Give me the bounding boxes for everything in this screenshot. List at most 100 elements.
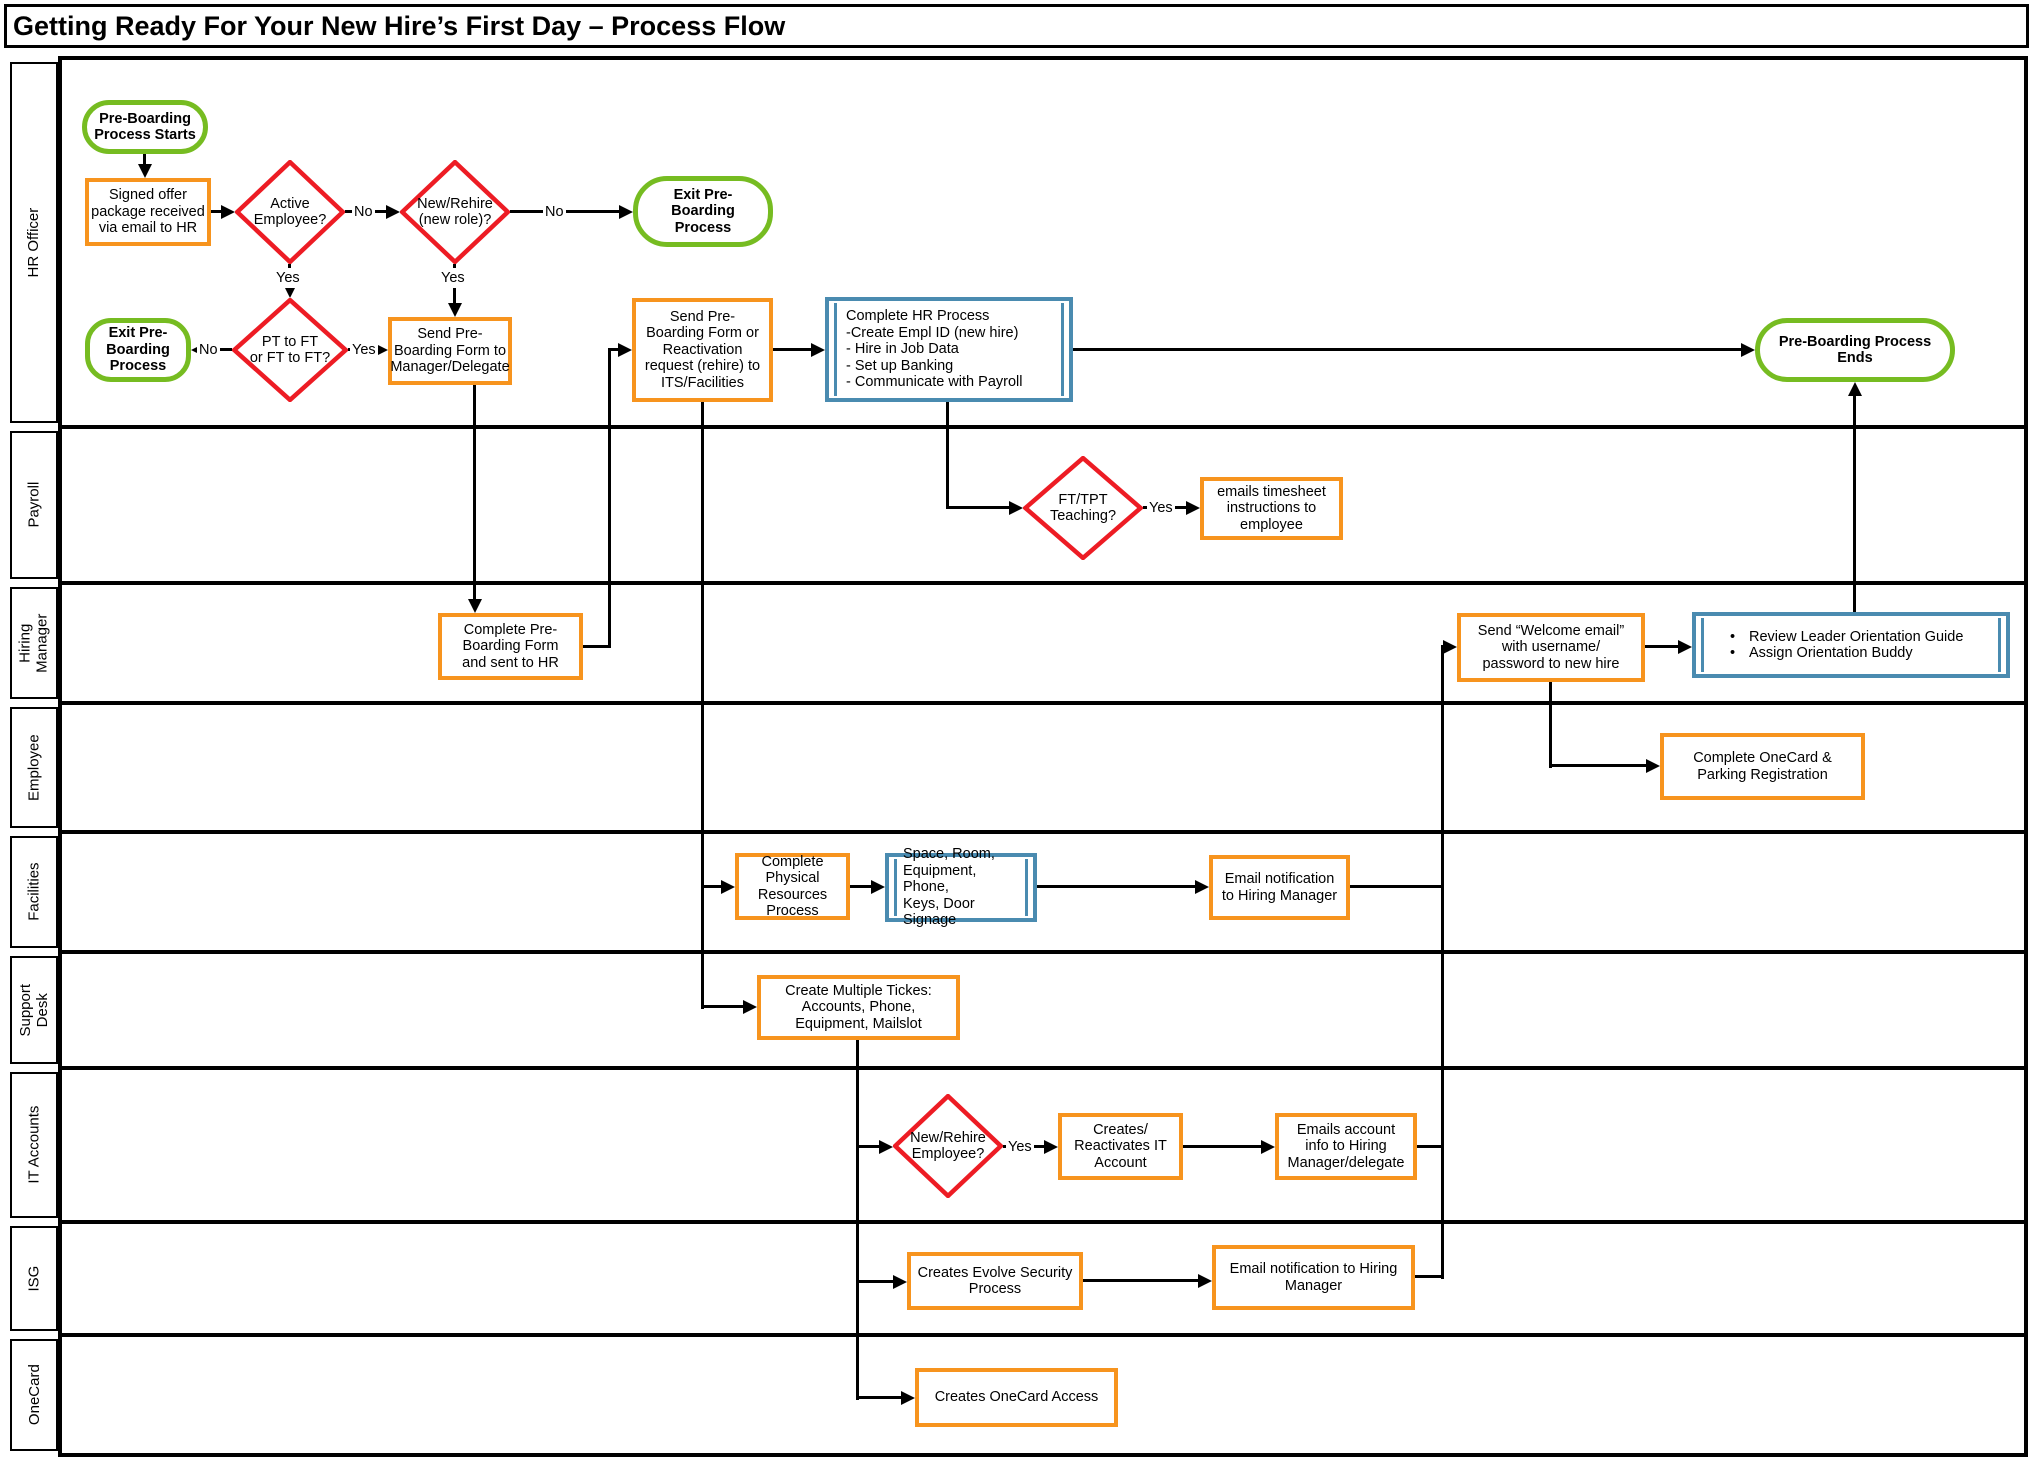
arrowhead — [811, 343, 825, 357]
decision-diamond-shape — [235, 160, 345, 264]
space-room-subprocess: Space, Room, Equipment, Phone, Keys, Doo… — [885, 846, 1037, 928]
decision-diamond-shape — [232, 298, 348, 402]
lane-label-onecard: OneCard — [10, 1339, 58, 1451]
review-orientation-subprocess: Review Leader Orientation Guide Assign O… — [1692, 612, 2010, 678]
edge-label-no: No — [543, 202, 566, 222]
lane-label-isg: ISG — [10, 1226, 58, 1331]
connector-line — [1853, 394, 1856, 612]
edge-label-yes: Yes — [350, 340, 378, 360]
arrowhead — [1443, 640, 1457, 654]
complete-hr-line: -Create Empl ID (new hire) — [846, 324, 1019, 341]
arrowhead — [1646, 759, 1660, 773]
lane-label-facilities: Facilities — [10, 836, 58, 948]
new-rehire-role-decision: New/Rehire (new role)? — [400, 160, 510, 264]
edge-label-yes: Yes — [439, 268, 467, 288]
arrowhead — [1261, 1140, 1275, 1154]
arrowhead — [448, 303, 462, 317]
connector-line — [1183, 1145, 1262, 1148]
lane-hiring-manager — [60, 583, 2026, 703]
edge-label-yes: Yes — [1147, 498, 1175, 518]
send-form-manager-process: Send Pre- Boarding Form to Manager/Deleg… — [388, 317, 512, 385]
arrowhead — [221, 205, 235, 219]
connector-line — [143, 154, 146, 166]
edge-label-no: No — [352, 202, 375, 222]
complete-hr-line: - Set up Banking — [846, 357, 954, 374]
connector-line — [1549, 682, 1552, 768]
page-title: Getting Ready For Your New Hire’s First … — [13, 10, 786, 41]
ft-tpt-teaching-decision: FT/TPT Teaching? — [1023, 456, 1143, 560]
edge-label-yes: Yes — [274, 268, 302, 288]
arrowhead — [1848, 382, 1862, 396]
connector-line — [210, 210, 222, 213]
connector-line — [701, 885, 722, 888]
lane-isg — [60, 1222, 2026, 1335]
arrowhead — [879, 1140, 893, 1154]
exit-preboarding-left-terminator: Exit Pre- Boarding Process — [85, 318, 191, 382]
connector-line — [1441, 645, 1444, 1279]
complete-hr-line: Complete HR Process — [846, 308, 990, 325]
connector-line — [773, 348, 812, 351]
connector-line — [1083, 1279, 1199, 1282]
lane-employee — [60, 703, 2026, 832]
connector-line — [473, 385, 476, 601]
lane-label-hiring-manager: Hiring Manager — [10, 587, 58, 699]
complete-hr-line: - Hire in Job Data — [846, 341, 959, 358]
lane-support-desk — [60, 952, 2026, 1068]
lane-label-it-accounts: IT Accounts — [10, 1072, 58, 1218]
arrowhead — [893, 1275, 907, 1289]
arrowhead — [1195, 880, 1209, 894]
connector-line — [1645, 645, 1679, 648]
preboarding-ends-terminator: Pre-Boarding Process Ends — [1755, 318, 1955, 382]
connector-line — [850, 885, 872, 888]
create-tickets-process: Create Multiple Tickes: Accounts, Phone,… — [757, 975, 960, 1040]
connector-line — [1417, 1145, 1443, 1148]
connector-line — [856, 1040, 859, 1400]
start-preboarding-terminator: Pre-Boarding Process Starts — [82, 100, 208, 154]
decision-diamond-shape — [1023, 456, 1143, 560]
arrowhead — [1198, 1274, 1212, 1288]
complete-hr-subprocess: Complete HR Process -Create Empl ID (new… — [825, 297, 1073, 402]
connector-line — [608, 348, 611, 648]
evolve-security-process: Creates Evolve Security Process — [907, 1252, 1083, 1310]
lane-hr-officer — [60, 58, 2026, 427]
new-rehire-employee-decision: New/Rehire Employee? — [893, 1094, 1003, 1198]
welcome-email-process: Send “Welcome email” with username/ pass… — [1457, 613, 1645, 682]
email-hiring-manager-isg-process: Email notification to Hiring Manager — [1212, 1245, 1415, 1310]
pt-ft-decision: PT to FT or FT to FT? — [232, 298, 348, 402]
complete-preboarding-form-process: Complete Pre- Boarding Form and sent to … — [438, 613, 583, 680]
decision-diamond-shape — [400, 160, 510, 264]
arrowhead — [468, 599, 482, 613]
arrowhead — [618, 343, 632, 357]
timesheet-instructions-process: emails timesheet instructions to employe… — [1200, 477, 1343, 540]
onecard-parking-process: Complete OneCard & Parking Registration — [1660, 733, 1865, 800]
connector-line — [701, 402, 704, 1009]
lane-onecard — [60, 1335, 2026, 1455]
arrowhead — [619, 205, 633, 219]
edge-label-yes: Yes — [1006, 1137, 1034, 1157]
arrowhead — [901, 1391, 915, 1405]
creates-it-account-process: Creates/ Reactivates IT Account — [1058, 1113, 1183, 1180]
lane-label-payroll: Payroll — [10, 431, 58, 579]
arrowhead — [871, 880, 885, 894]
arrowhead — [721, 880, 735, 894]
connector-line — [1549, 764, 1646, 767]
connector-line — [946, 506, 1010, 509]
review-guide-line: Review Leader Orientation Guide — [1713, 629, 1992, 646]
edge-label-no: No — [197, 340, 220, 360]
creates-onecard-access-process: Creates OneCard Access — [915, 1368, 1118, 1427]
connector-line — [1037, 885, 1196, 888]
email-hiring-manager-facilities-process: Email notification to Hiring Manager — [1209, 855, 1350, 920]
connector-line — [608, 348, 620, 351]
review-guide-line: Assign Orientation Buddy — [1713, 645, 1992, 662]
connector-line — [946, 402, 949, 509]
arrowhead — [743, 1000, 757, 1014]
active-employee-decision: Active Employee? — [235, 160, 345, 264]
lane-label-support-desk: Support Desk — [10, 956, 58, 1064]
complete-hr-line: - Communicate with Payroll — [846, 374, 1023, 391]
send-form-its-process: Send Pre- Boarding Form or Reactivation … — [632, 298, 773, 402]
arrowhead — [386, 205, 400, 219]
connector-line — [856, 1396, 902, 1399]
arrowhead — [1186, 501, 1200, 515]
connector-line — [856, 1280, 894, 1283]
